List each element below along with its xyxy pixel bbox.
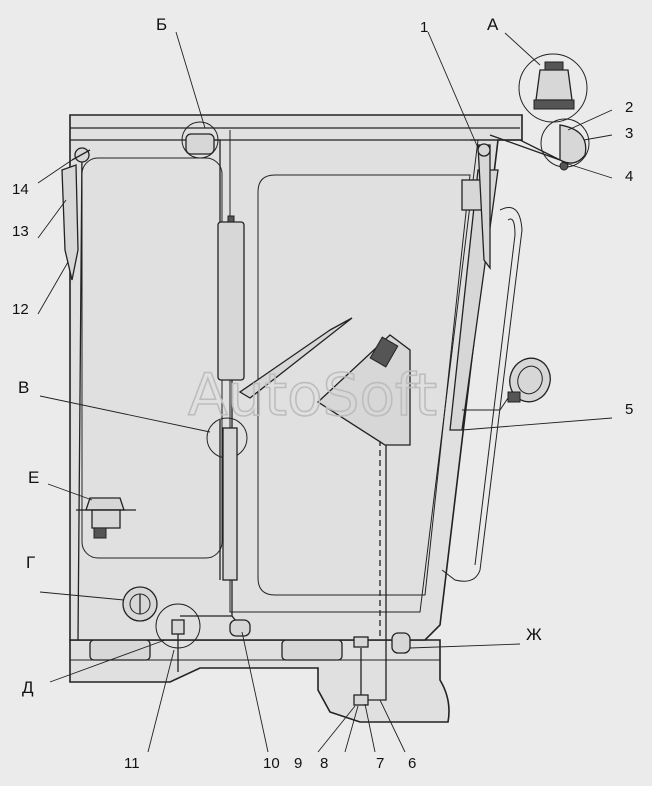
roof-connector (181, 121, 219, 159)
callout-14: 14 (12, 181, 29, 198)
fuse-tube-upper (217, 215, 245, 381)
steering-wheel (238, 317, 411, 446)
callout-5: 5 (625, 401, 633, 418)
callout-9: 9 (294, 755, 302, 772)
callout-13: 13 (12, 223, 29, 240)
callout-2: 2 (625, 99, 633, 116)
wiper-right (461, 143, 491, 270)
connector-10 (229, 619, 251, 637)
fuse-tube-lower (206, 417, 248, 581)
callout-11: 11 (124, 755, 140, 772)
callout-8: 8 (320, 755, 328, 772)
callout-12: 12 (12, 301, 29, 318)
door-window (257, 174, 471, 596)
callout-b: Б (156, 15, 167, 34)
callout-4: 4 (625, 168, 633, 185)
leader-lines (37, 31, 613, 753)
dome-lamp (76, 497, 136, 539)
callout-1: 1 (420, 19, 428, 36)
callout-g: Г (26, 553, 35, 572)
beacon-lamp (518, 53, 588, 123)
callout-d: Д (22, 678, 34, 697)
lower-connectors (353, 632, 411, 706)
callout-10: 10 (263, 755, 280, 772)
mirror (507, 357, 551, 403)
connector-d (155, 603, 201, 672)
watermark: AutoSoft (188, 361, 437, 429)
callout-v: В (18, 378, 29, 397)
callout-a: А (487, 15, 499, 34)
callout-3: 3 (625, 125, 633, 142)
callout-7: 7 (376, 755, 384, 772)
switch-g (122, 586, 158, 622)
headlamp (540, 118, 590, 171)
callout-zh: Ж (526, 625, 542, 644)
wiper-left (61, 147, 91, 281)
callout-e: Е (28, 468, 39, 487)
chassis (69, 639, 450, 723)
callout-6: 6 (408, 755, 416, 772)
